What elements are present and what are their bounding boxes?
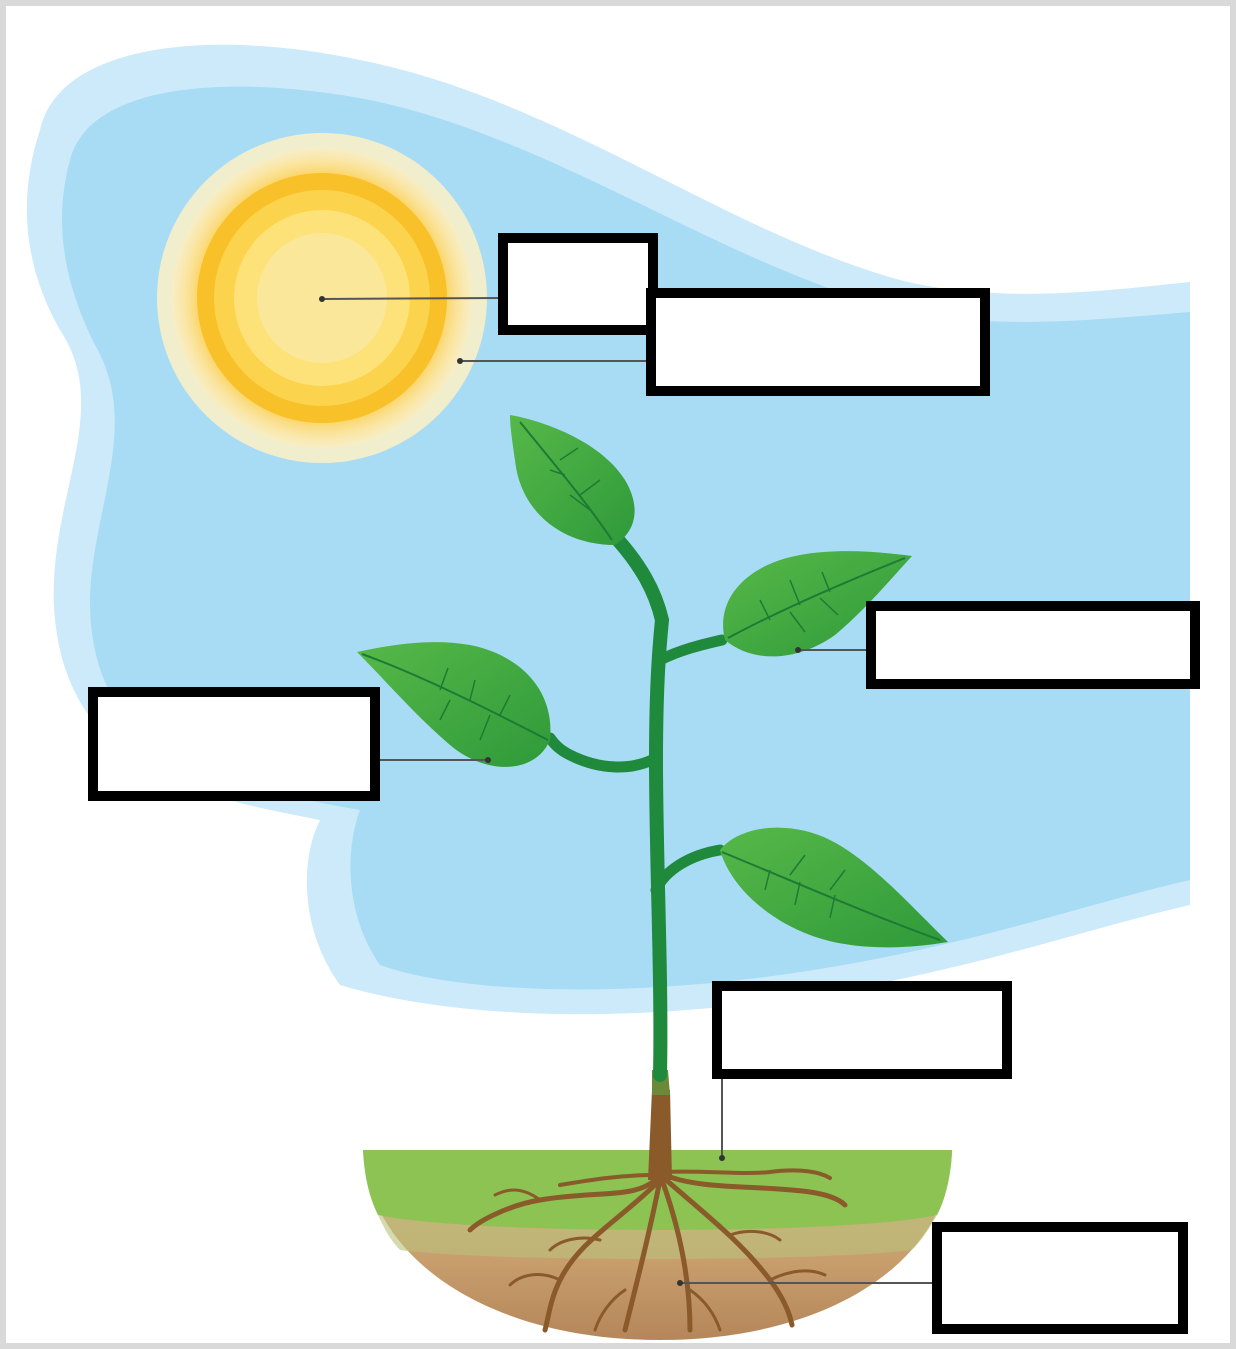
label-box-roots[interactable] <box>932 1222 1188 1334</box>
label-box-sunlight[interactable] <box>646 288 990 396</box>
pointer-sun <box>322 298 500 299</box>
label-box-stem[interactable] <box>712 981 1012 1079</box>
label-box-sun[interactable] <box>498 233 658 335</box>
label-box-leaf-right[interactable] <box>866 601 1200 689</box>
stem-base <box>648 1090 672 1180</box>
label-box-leaf-left[interactable] <box>88 687 380 801</box>
